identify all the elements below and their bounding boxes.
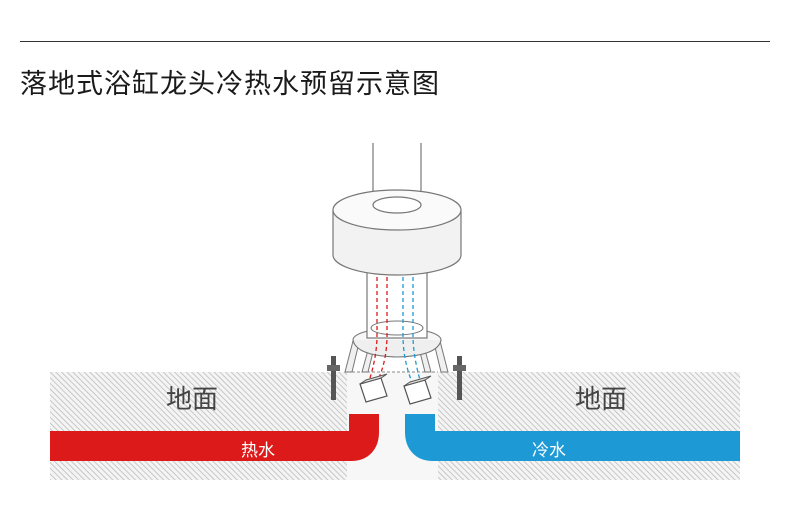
top-divider [20, 41, 770, 42]
ground-label-left: 地面 [166, 385, 218, 415]
hot-water-label: 热水 [241, 441, 275, 461]
cold-water-pipe [405, 414, 740, 461]
cold-water-label: 冷水 [532, 441, 566, 461]
ground-slab-left [50, 372, 347, 480]
cold-water-hose [402, 270, 421, 383]
ground-slab-right [438, 372, 740, 480]
control-cylinder [332, 189, 462, 276]
faucet-column [366, 264, 428, 339]
hot-water-pipe [50, 414, 379, 461]
ground-label-right: 地面 [575, 385, 627, 415]
anchor-bolt-right [453, 356, 466, 400]
page-title: 落地式浴缸龙头冷热水预留示意图 [20, 69, 440, 100]
cold-connector [403, 375, 432, 405]
hot-connector [359, 373, 388, 403]
anchor-bolt-left [327, 356, 340, 400]
